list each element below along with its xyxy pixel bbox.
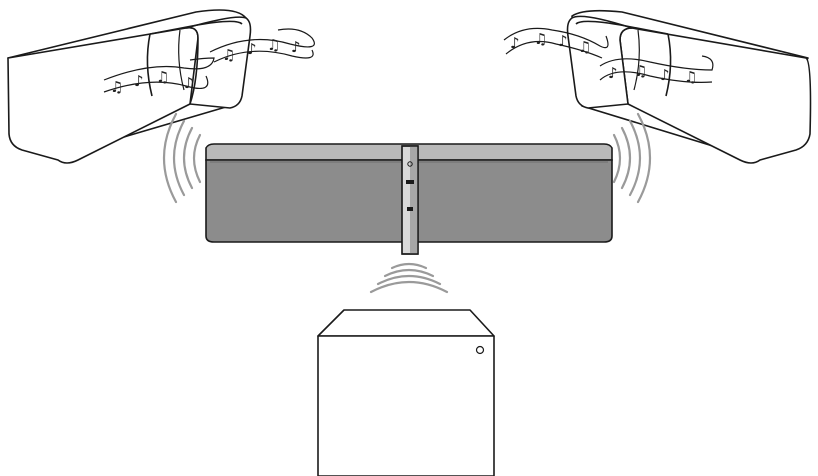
music-note-icon: ♪: [608, 64, 618, 82]
status-light-icon: [475, 345, 485, 355]
left-music-ribbon: ♫ ♪ ♫ ♪ ♫ ♪ ♫ ♪: [103, 28, 315, 96]
right-sound-waves: [612, 112, 652, 204]
music-note-icon: ♪: [660, 66, 670, 84]
left-wireless-speaker: [7, 9, 252, 164]
music-note-icon: ♫: [578, 38, 591, 56]
control-button: [406, 180, 414, 184]
subwoofer-sound-waves: [369, 262, 449, 294]
music-note-icon: ♪: [291, 38, 301, 56]
right-wireless-speaker: [566, 9, 812, 164]
dock-connector: [407, 207, 413, 211]
wireless-subwoofer: [317, 309, 495, 476]
music-note-icon: ♫: [634, 62, 647, 80]
music-note-icon: ♪: [134, 72, 144, 90]
music-note-icon: ♫: [222, 46, 235, 64]
music-note-icon: ♫: [267, 36, 280, 54]
music-note-icon: ♫: [684, 68, 697, 86]
music-note-icon: ♪: [510, 34, 520, 52]
music-note-icon: ♪: [558, 32, 568, 50]
music-note-icon: ♪: [247, 40, 257, 58]
music-note-icon: ♫: [110, 78, 123, 96]
music-note-icon: ♫: [534, 30, 547, 48]
right-music-ribbon: ♪ ♫ ♪ ♫ ♪ ♫ ♪ ♫: [503, 27, 714, 86]
docking-soundbar: [205, 143, 613, 255]
left-sound-waves: [162, 112, 202, 204]
power-indicator-icon: [407, 161, 413, 167]
music-note-icon: ♫: [156, 68, 169, 86]
music-note-icon: ♪: [184, 74, 194, 92]
